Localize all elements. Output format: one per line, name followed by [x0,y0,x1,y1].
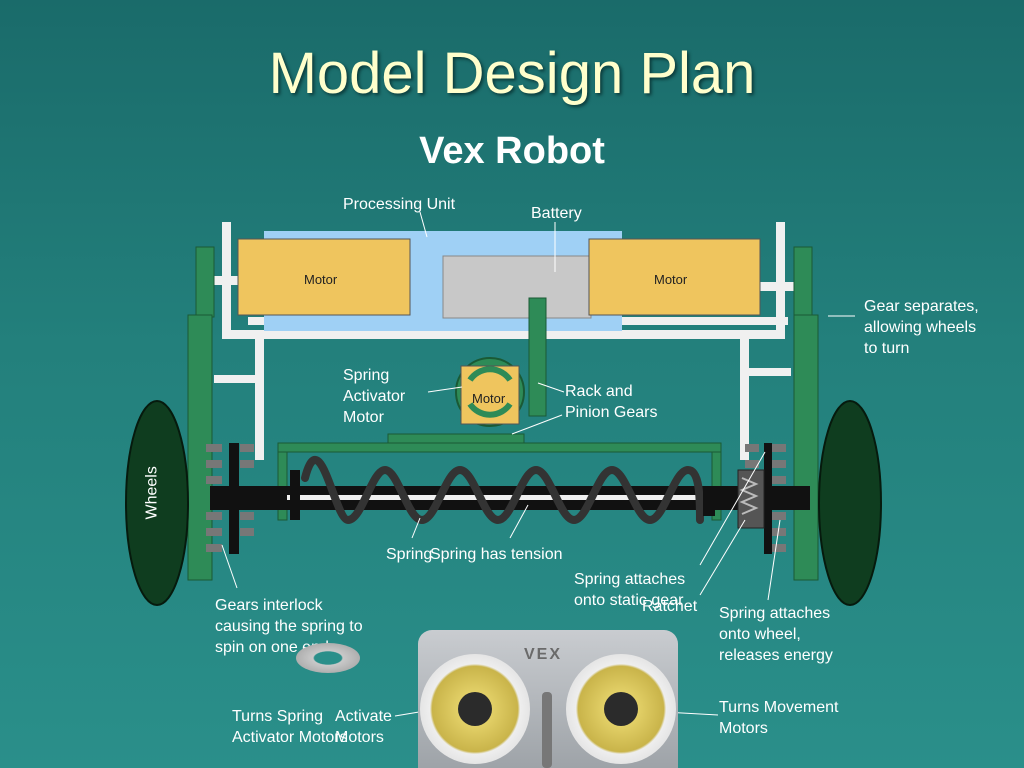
left-gear-teeth [206,444,254,552]
right-gear-bar [793,314,819,581]
frame-right-rail [776,222,785,337]
spring-activator-motor-label: Spring Activator Motor [343,367,406,426]
motor-center-label: Motor [472,391,506,406]
wheel-right [818,400,882,606]
wheel-left [125,400,189,606]
frame-right-post [740,330,749,460]
battery [442,255,592,319]
slide-subtitle: Vex Robot [419,130,605,172]
spring-attaches-wheel-label: Spring attaches onto wheel, releases ene… [719,605,833,664]
rotation-arrows [467,366,513,418]
rack-pillar [528,297,547,417]
washer-image [296,643,360,673]
rack-platform [387,433,525,444]
antenna [542,692,552,768]
slide-title: Model Design Plan [268,41,756,106]
leader-lines [221,211,855,717]
processing-unit-label: Processing Unit [343,196,456,213]
frame-left-arm [214,375,260,383]
gears-interlock-label: Gears interlock causing the spring to sp… [215,597,363,656]
axle-left-stub [212,276,242,285]
ratchet-spring [739,477,759,515]
left-gear-plate [229,443,239,554]
frame-left-post [255,330,264,460]
rack-pinion-label: Rack and Pinion Gears [565,383,658,421]
spring-tension-label: Spring has tension [430,546,563,563]
wheels-label: Wheels [143,466,161,520]
spring-attaches-static-label: Spring attaches onto static gear [574,571,686,609]
motor-right-label: Motor [654,272,688,287]
gear-separates-label: Gear separates, allowing wheels to turn [864,298,979,357]
right-gear-plate [764,443,772,554]
activate-motors-label: Activate Motors [335,708,392,746]
turns-movement-label: Turns Movement Motors [719,699,839,737]
motor-left-label: Motor [304,272,338,287]
axle-highlight [287,495,712,500]
motor-right [588,238,761,316]
vex-remote-image: VEX [418,630,678,768]
left-upper-support [195,246,215,318]
motor-left [237,238,411,316]
frame-right-arm [745,368,791,376]
left-joystick [420,654,530,764]
spring-coil [301,455,704,525]
right-joystick [566,654,676,764]
right-upper-support [793,246,813,318]
spring-housing-top [277,442,722,453]
axle-right-stub [760,282,794,291]
battery-label: Battery [531,205,582,222]
turns-spring-activator-label: Turns Spring Activator Motors [232,708,348,746]
right-spring-end [703,488,715,516]
vex-logo: VEX [524,646,563,663]
frame-bottom-rail [222,330,785,339]
ratchet-label: Ratchet [642,598,698,615]
spring-label: Spring [386,546,433,563]
left-spring-end [290,470,300,520]
